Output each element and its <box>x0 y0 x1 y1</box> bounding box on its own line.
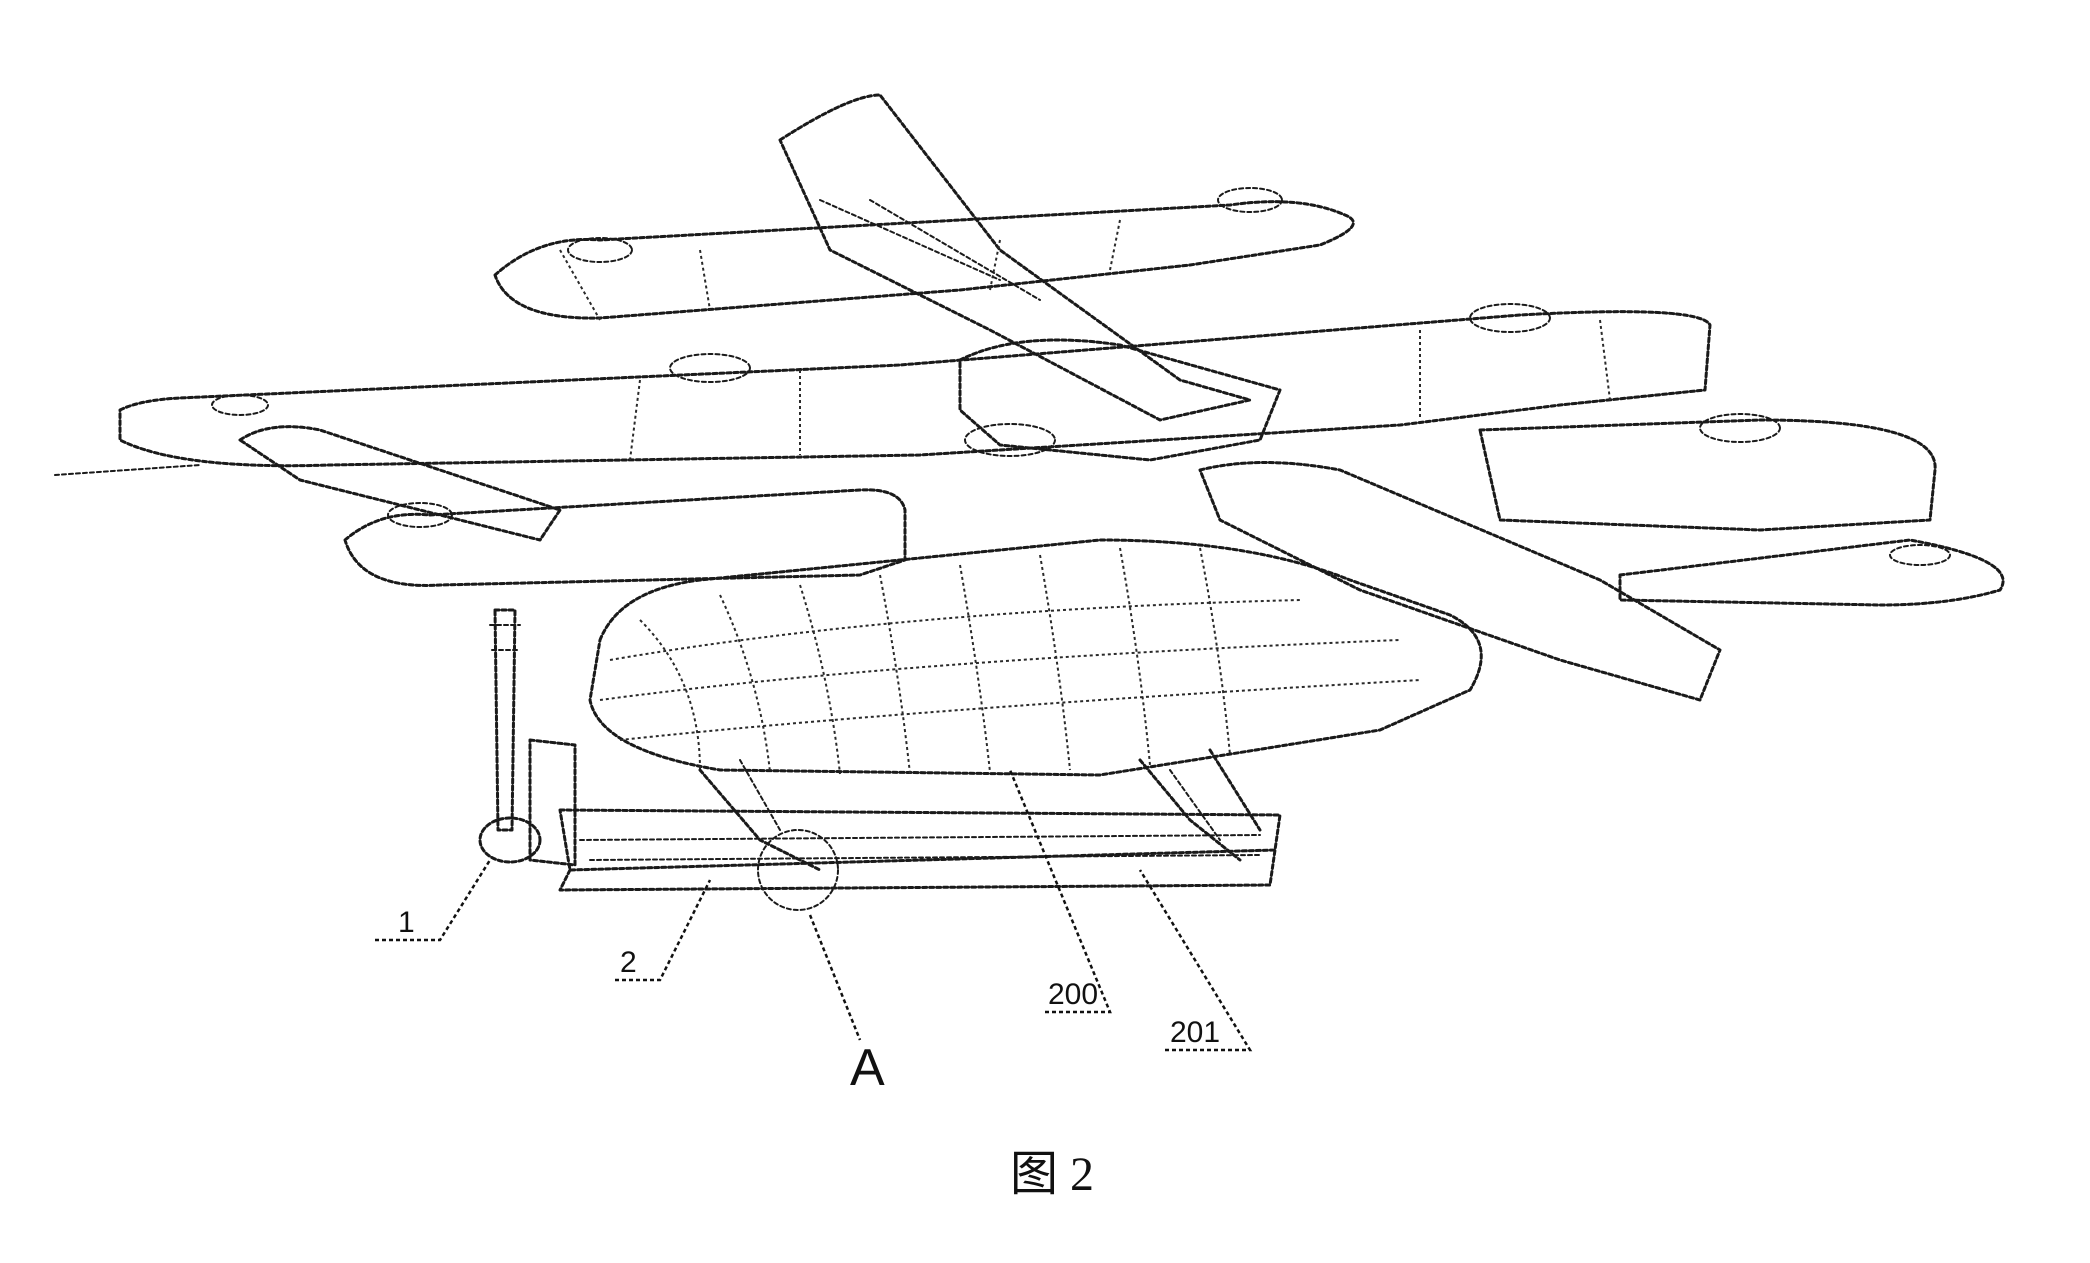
callout-leaders <box>375 769 1253 1052</box>
callout-a: A <box>850 1039 885 1097</box>
vertical-rod <box>489 608 521 832</box>
callout-201: 201 <box>1170 1016 1220 1049</box>
rear-boom <box>493 187 1355 321</box>
callout-200: 200 <box>1048 978 1098 1011</box>
landing-gear <box>698 748 1262 872</box>
figure-caption: 图 2 <box>1010 1148 1094 1201</box>
fuselage <box>588 538 1483 777</box>
left-rotor-pod <box>238 425 907 587</box>
callout-2: 2 <box>620 946 637 979</box>
callout-1: 1 <box>398 906 415 939</box>
wing-root <box>958 338 1722 702</box>
main-wing <box>54 303 1712 476</box>
right-rotor-pod <box>1478 413 2005 607</box>
tail-wing <box>778 93 1252 422</box>
base-platform <box>478 738 1282 892</box>
detail-circle-a <box>757 829 839 911</box>
